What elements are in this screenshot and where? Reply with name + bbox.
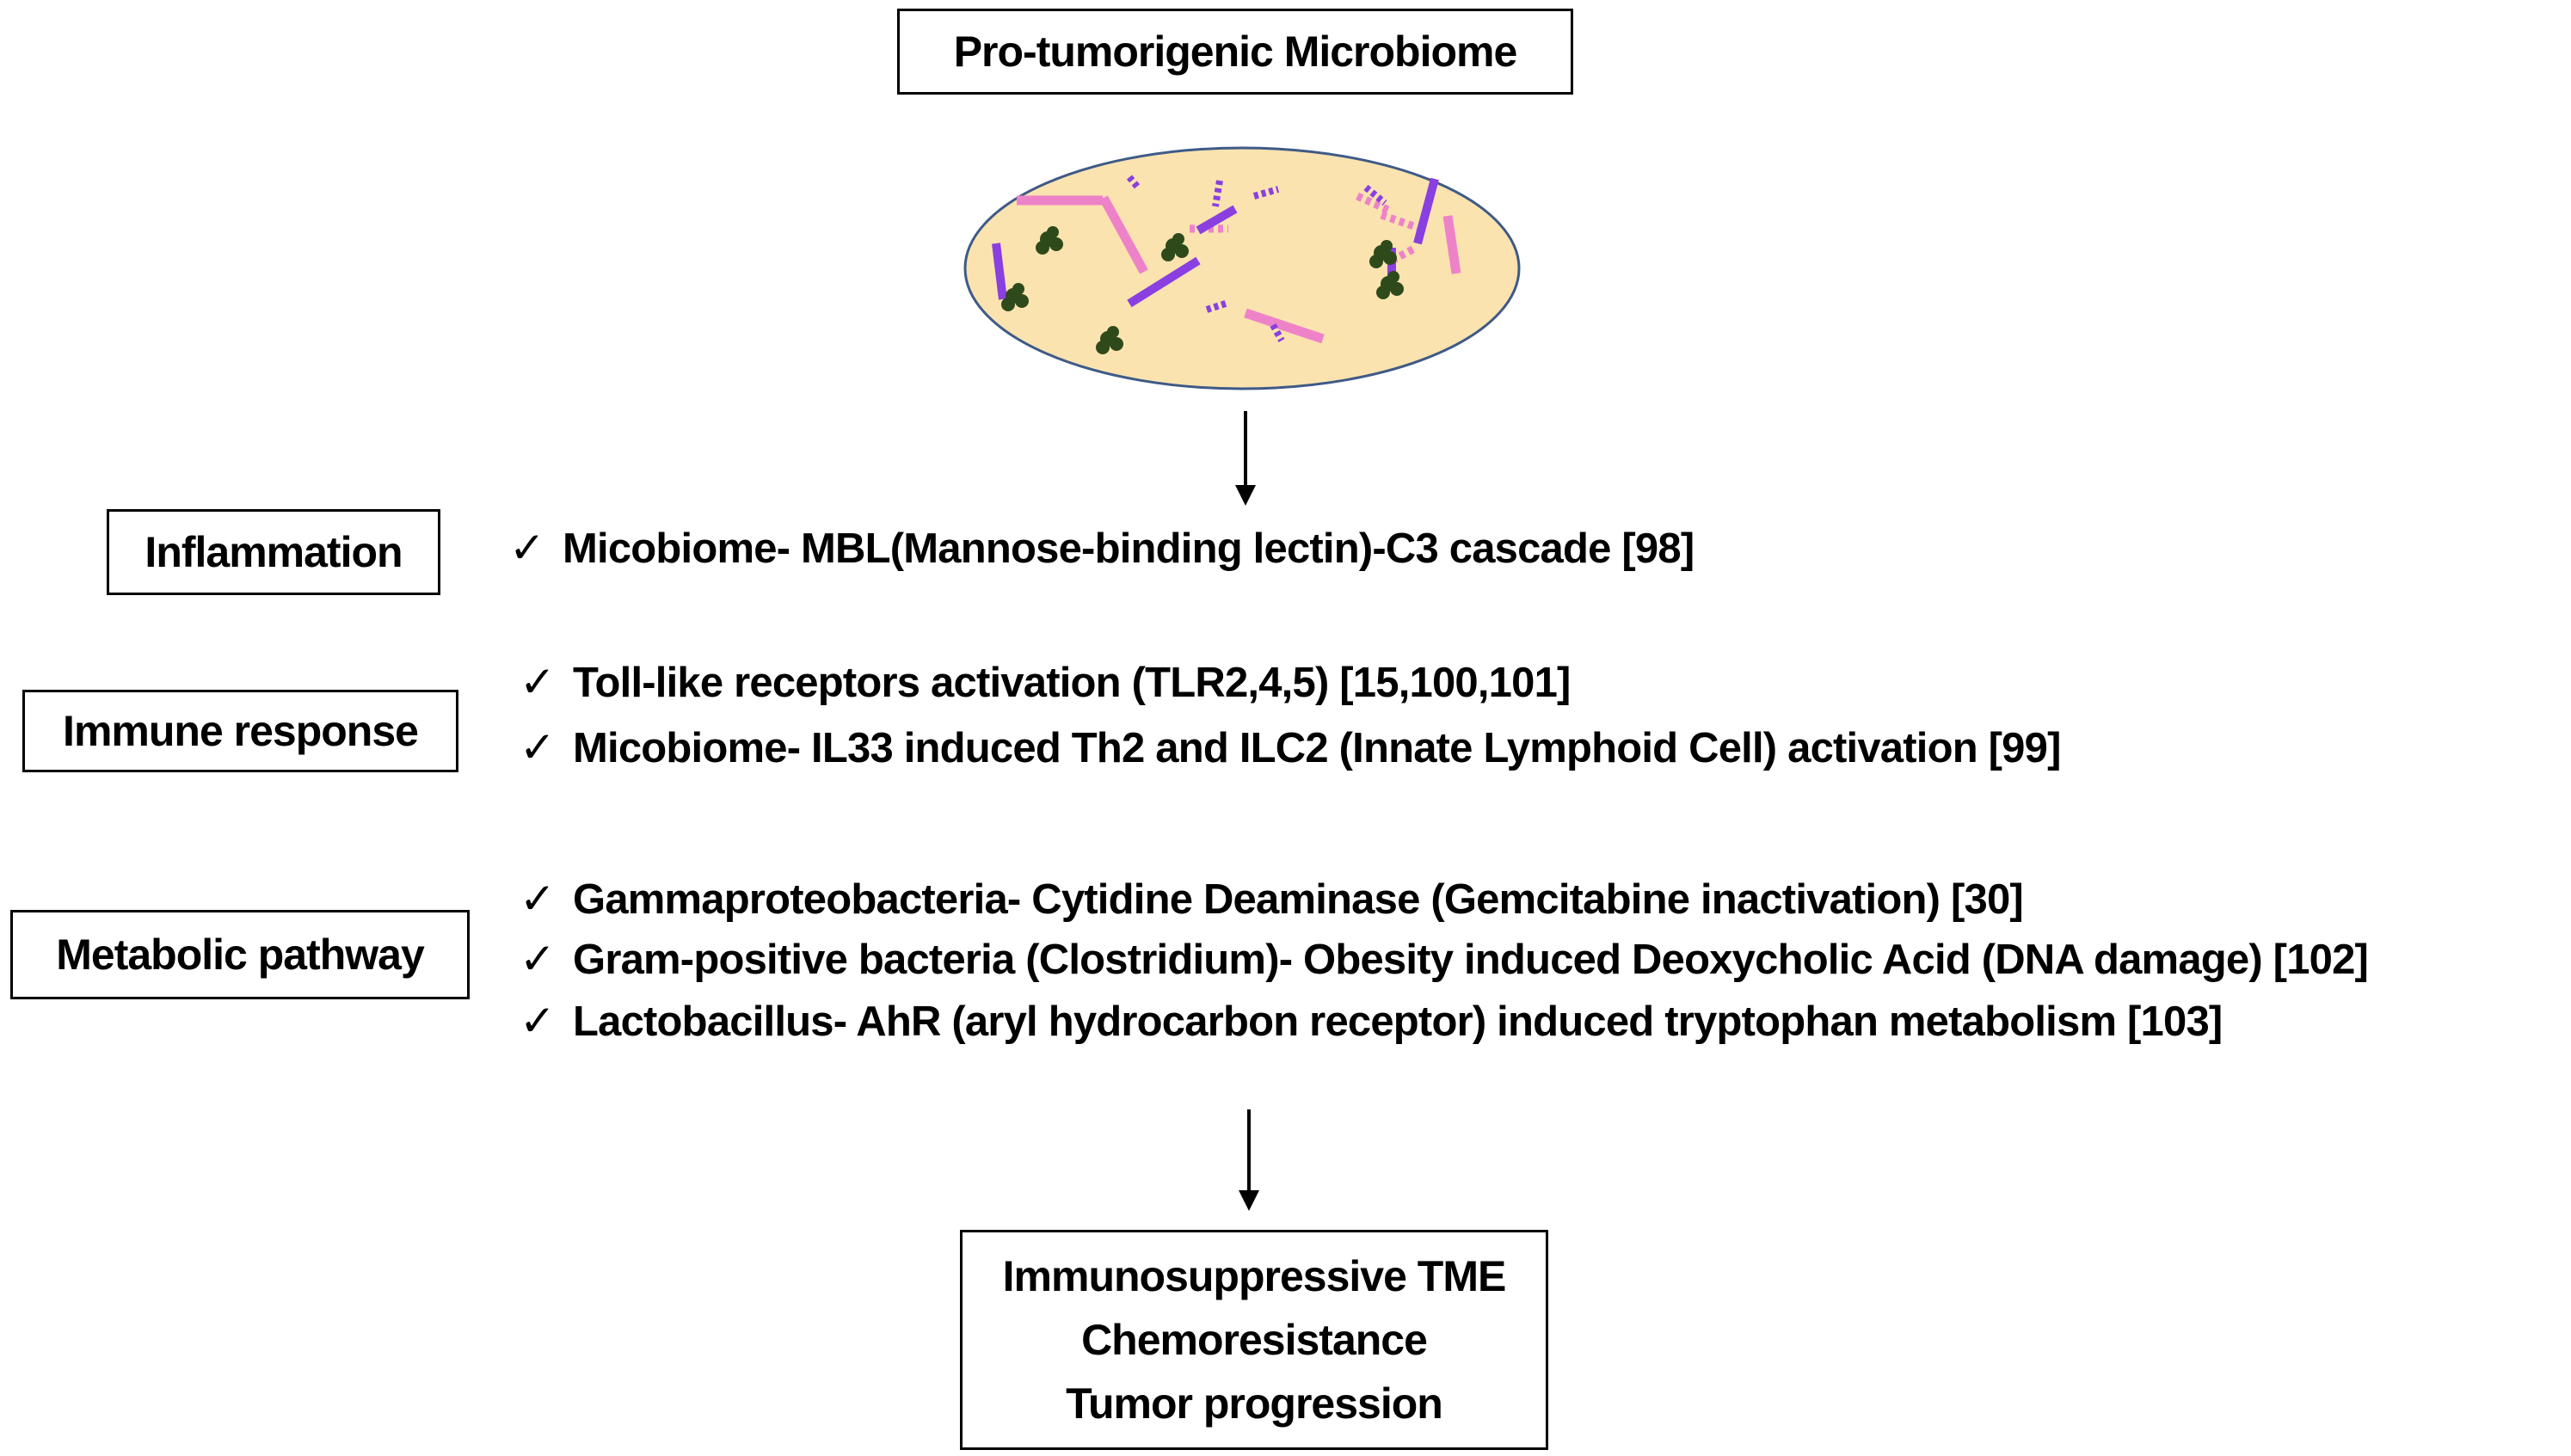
pink-rod xyxy=(1442,215,1461,274)
outcome-item: Chemoresistance xyxy=(1081,1316,1428,1364)
purple-rod xyxy=(1413,177,1439,245)
mechanism-item: ✓ Micobiome- IL33 induced Th2 and ILC2 (I… xyxy=(520,721,2061,774)
category-label-immune-response: Immune response xyxy=(63,707,419,755)
mechanism-item: ✓ Micobiome- MBL(Mannose-binding lectin)-… xyxy=(509,521,1695,574)
cocci-cluster xyxy=(1376,271,1404,299)
check-icon: ✓ xyxy=(509,524,545,572)
category-label-inflammation: Inflammation xyxy=(145,528,403,576)
category-metabolic-pathway: Metabolic pathway xyxy=(10,910,470,999)
cocci-cluster xyxy=(1161,233,1189,261)
mechanism-item: ✓ Gammaproteobacteria- Cytidine Deaminase… xyxy=(520,872,2024,925)
mechanism-text: Gram-positive bacteria (Clostridium)- Ob… xyxy=(573,937,2369,983)
outcome-box: Immunosuppressive TME Chemoresistance Tu… xyxy=(960,1230,1548,1450)
check-icon: ✓ xyxy=(520,658,556,706)
pink-rod xyxy=(1356,192,1393,216)
cocci-cluster xyxy=(1096,326,1123,354)
outcome-item: Tumor progression xyxy=(1066,1379,1443,1428)
purple-rod xyxy=(1205,299,1230,313)
category-inflammation: Inflammation xyxy=(107,509,440,595)
arrow-down-1 xyxy=(1235,411,1256,506)
category-immune-response: Immune response xyxy=(22,690,458,772)
check-icon: ✓ xyxy=(520,875,556,923)
mechanism-text: Micobiome- MBL(Mannose-binding lectin)-C… xyxy=(563,525,1695,572)
arrow-down-2 xyxy=(1239,1109,1259,1211)
diagram-title: Pro-tumorigenic Microbiome xyxy=(953,28,1518,76)
pink-rod xyxy=(1099,195,1148,274)
category-label-metabolic-pathway: Metabolic pathway xyxy=(56,931,425,979)
title-box: Pro-tumorigenic Microbiome xyxy=(897,9,1573,95)
mechanism-item: ✓ Gram-positive bacteria (Clostridium)- O… xyxy=(520,932,2369,986)
mechanism-text: Lactobacillus- AhR (aryl hydrocarbon rec… xyxy=(573,998,2223,1045)
check-icon: ✓ xyxy=(520,723,556,771)
purple-rod xyxy=(1127,256,1201,308)
mechanism-text: Gammaproteobacteria- Cytidine Deaminase … xyxy=(573,876,2024,923)
mechanism-text: Toll-like receptors activation (TLR2,4,5… xyxy=(573,660,1571,706)
check-icon: ✓ xyxy=(520,997,556,1045)
dish-ellipse xyxy=(963,146,1521,390)
microbiome-dish-illustration xyxy=(963,146,1521,390)
cocci-cluster xyxy=(1036,226,1063,255)
pink-rod xyxy=(1244,308,1325,344)
outcome-item: Immunosuppressive TME xyxy=(1002,1252,1507,1300)
mechanism-text: Micobiome- IL33 induced Th2 and ILC2 (In… xyxy=(573,725,2061,771)
purple-rod xyxy=(1363,184,1387,206)
purple-rod xyxy=(992,243,1007,300)
mechanism-item: ✓ Toll-like receptors activation (TLR2,4,… xyxy=(520,655,1571,709)
cocci-cluster xyxy=(1001,283,1029,311)
mechanism-item: ✓ Lactobacillus- AhR (aryl hydrocarbon re… xyxy=(520,994,2223,1047)
cocci-cluster xyxy=(1369,240,1397,268)
purple-rod xyxy=(1252,186,1280,200)
purple-rod xyxy=(1196,205,1238,235)
check-icon: ✓ xyxy=(520,935,556,983)
purple-rod xyxy=(1126,175,1141,190)
purple-rod xyxy=(1270,323,1285,342)
